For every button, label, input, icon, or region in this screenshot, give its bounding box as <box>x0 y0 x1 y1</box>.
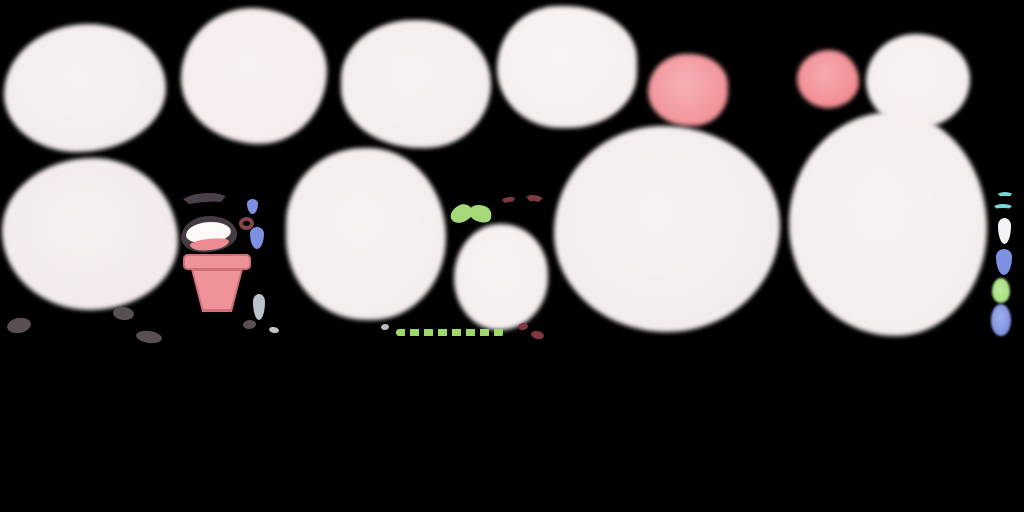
watercolor-blob-2 <box>181 8 327 144</box>
blue-mini-blob <box>991 304 1011 336</box>
maroon-lash-2 <box>522 193 546 212</box>
teal-sparkle-1 <box>996 192 1014 201</box>
maroon-dot-1 <box>517 322 529 331</box>
maroon-dot-2 <box>530 329 545 341</box>
white-speck-2 <box>380 323 390 331</box>
green-mini-blob <box>992 278 1010 303</box>
pot-rim <box>183 254 251 270</box>
pink-blob-1 <box>648 54 728 126</box>
white-speck-1 <box>268 326 280 334</box>
teal-sparkle-2 <box>992 204 1014 214</box>
watercolor-blob-4 <box>497 6 637 128</box>
maroon-lash-1 <box>499 195 519 211</box>
flower-pot <box>183 254 251 312</box>
pink-blob-2 <box>797 50 859 108</box>
grass-dash-line <box>396 329 504 336</box>
watercolor-blob-7 <box>286 148 446 320</box>
pebble-2 <box>112 305 135 322</box>
pebble-1 <box>5 316 33 335</box>
watercolor-blob-6 <box>2 158 178 310</box>
mouth <box>179 213 239 255</box>
watercolor-blob-3 <box>341 20 491 148</box>
watercolor-blob-10 <box>789 112 987 336</box>
blue-droplet-3 <box>996 249 1012 275</box>
dark-dot <box>242 319 257 330</box>
blue-droplet-2 <box>250 227 264 249</box>
leaf-pair <box>447 200 495 226</box>
pot-body <box>190 267 244 312</box>
blue-droplet-1 <box>247 199 258 214</box>
closed-eye-arc <box>178 191 232 217</box>
watercolor-blob-1 <box>4 24 166 152</box>
pebble-3 <box>135 329 163 345</box>
leaf-right-icon <box>466 200 495 226</box>
maroon-ring <box>239 217 254 230</box>
pot-fill <box>193 270 241 309</box>
watercolor-blob-8 <box>454 224 548 330</box>
watercolor-blob-9 <box>554 126 780 332</box>
white-droplet <box>998 218 1011 244</box>
gray-droplet <box>253 294 265 320</box>
